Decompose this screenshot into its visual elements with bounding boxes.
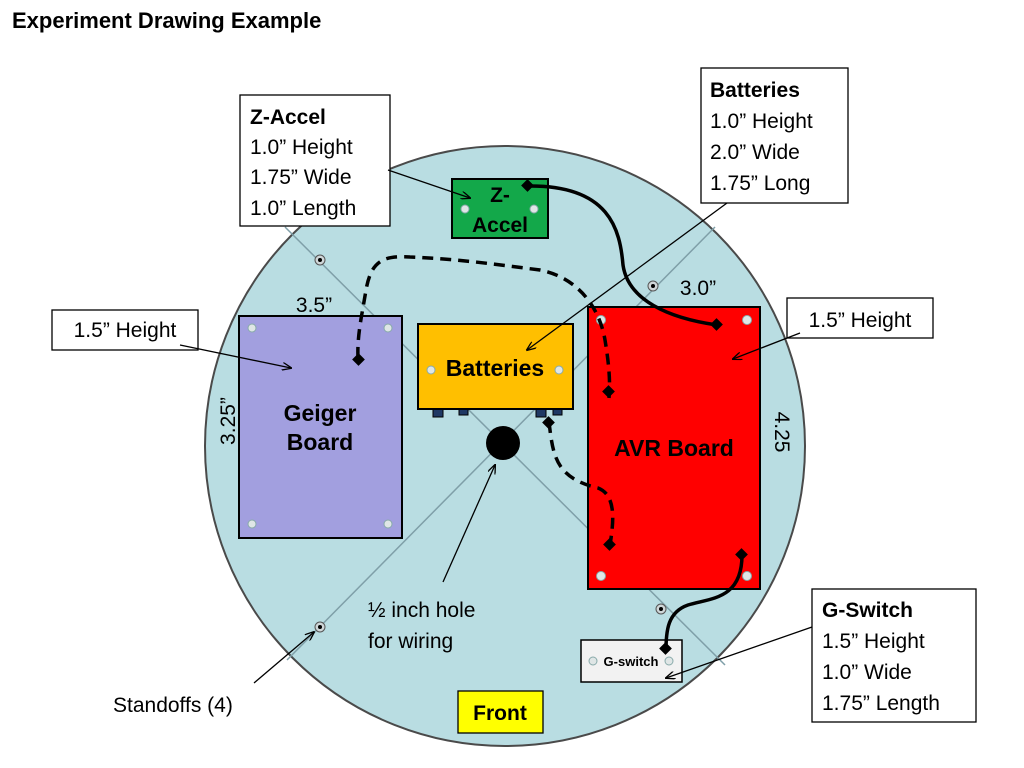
dim-avr-height: 4.25 — [770, 412, 793, 453]
wires — [356, 184, 744, 651]
standoffs — [314, 254, 667, 633]
batteries-block: Batteries — [417, 323, 574, 418]
leader-zaccel — [387, 169, 470, 198]
leader-standoff — [253, 632, 314, 684]
dim-avr-width: 3.0” — [680, 277, 716, 300]
callout-gswitch-line: 1.5” Height — [822, 630, 925, 653]
standoffs-note: Standoffs (4) — [113, 694, 233, 717]
wire-batteries-avr — [547, 421, 615, 546]
zaccel-label-1: Z- — [490, 184, 510, 207]
callout-batteries: Batteries 1.0” Height 2.0” Wide 1.75” Lo… — [700, 67, 849, 204]
dim-geiger-width: 3.5” — [296, 294, 332, 317]
callout-gswitch-line: 1.0” Wide — [822, 661, 912, 684]
callout-gswitch-line: 1.75” Length — [822, 692, 940, 715]
callout-avr-height: 1.5” Height — [786, 297, 934, 339]
leader-gswitch — [666, 626, 813, 678]
hole-note-line2: for wiring — [368, 630, 453, 653]
wire-avr-gswitch — [664, 554, 744, 651]
callout-batteries-title: Batteries — [710, 79, 800, 102]
callout-zaccel-line: 1.0” Length — [250, 197, 356, 220]
callout-zaccel-line: 1.0” Height — [250, 136, 353, 159]
avr-label: AVR Board — [614, 435, 734, 461]
zaccel-label-2: Accel — [472, 214, 528, 237]
callout-zaccel-title: Z-Accel — [250, 106, 326, 129]
wiring-hole — [486, 426, 520, 460]
callout-zaccel-line: 1.75” Wide — [250, 166, 352, 189]
callout-batteries-line: 1.0” Height — [710, 110, 813, 133]
hole-note-line1: ½ inch hole — [368, 599, 475, 622]
leader-arrows — [179, 169, 813, 684]
callout-gswitch: G-Switch 1.5” Height 1.0” Wide 1.75” Len… — [811, 588, 977, 723]
front-label-text: Front — [473, 702, 527, 725]
leader-hole — [442, 465, 495, 583]
leader-geiger-height — [179, 344, 291, 368]
geiger-label-1: Geiger — [284, 400, 357, 426]
callout-zaccel: Z-Accel 1.0” Height 1.75” Wide 1.0” Leng… — [239, 94, 391, 227]
leader-avr-height — [733, 332, 801, 359]
gswitch-label: G-switch — [604, 654, 659, 669]
page-title: Experiment Drawing Example — [12, 8, 322, 33]
front-label: Front — [457, 690, 544, 734]
callout-gswitch-title: G-Switch — [822, 599, 913, 622]
avr-board: AVR Board — [587, 306, 761, 590]
callout-geiger-height-label: 1.5” Height — [74, 319, 177, 342]
batteries-label: Batteries — [446, 355, 544, 381]
callout-avr-height-label: 1.5” Height — [809, 309, 912, 332]
callout-batteries-line: 2.0” Wide — [710, 141, 800, 164]
wire-zaccel-avr — [527, 184, 718, 327]
wire-geiger-batteries — [356, 254, 612, 399]
geiger-label-2: Board — [287, 429, 353, 455]
callout-geiger-height: 1.5” Height — [51, 309, 199, 351]
leader-batteries — [527, 202, 728, 350]
dim-geiger-height: 3.25” — [217, 397, 240, 445]
geiger-board: Geiger Board — [238, 315, 403, 539]
callout-batteries-line: 1.75” Long — [710, 172, 810, 195]
zaccel-block: Z- Accel — [451, 178, 549, 239]
